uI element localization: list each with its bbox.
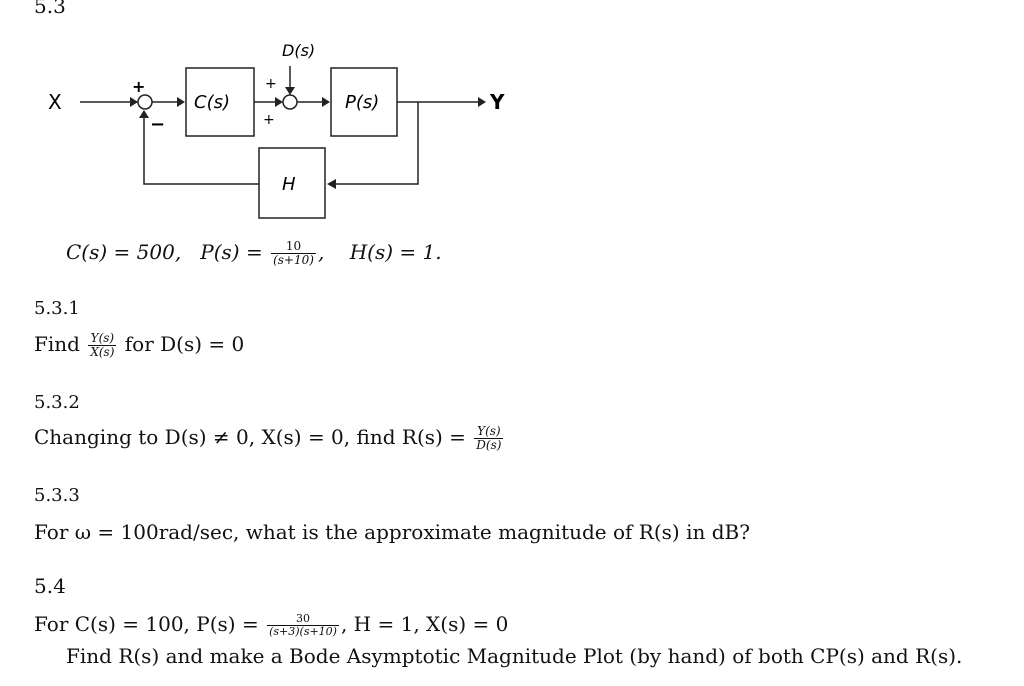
q531-numerator: Y(s) — [88, 332, 117, 346]
given-p-denominator: (s+10) — [273, 253, 314, 267]
section-heading-5-3: 5.3 — [34, 0, 66, 18]
controller-input-arrow — [177, 97, 185, 107]
q531-denominator: X(s) — [90, 345, 115, 359]
block-diagram: X + − C(s) + + D(s) P(s) Y H — [48, 41, 505, 219]
heading-5-3-2: 5.3.2 — [34, 392, 80, 413]
q532-denominator: D(s) — [476, 438, 502, 452]
output-label: Y — [489, 90, 505, 114]
sum1-minus-sign: − — [150, 114, 165, 135]
q532-numerator: Y(s) — [474, 425, 504, 439]
summing-junction-2 — [282, 94, 298, 110]
sum2-top-plus-sign: + — [265, 76, 277, 92]
feedback-block — [258, 147, 326, 219]
question-5-4-line2: Find R(s) and make a Bode Asymptotic Mag… — [66, 644, 963, 668]
given-c: C(s) = 500, — [66, 240, 182, 264]
feedback-label: H — [282, 174, 296, 195]
question-5-4-line1: For C(s) = 100, P(s) = 30 (s+3)(s+10) , … — [34, 612, 508, 638]
given-p-numerator: 10 — [271, 240, 316, 254]
sum1-plus-sign: + — [132, 77, 145, 96]
question-5-3-3: For ω = 100rad/sec, what is the approxim… — [34, 520, 750, 544]
q54-p-denominator: (s+3)(s+10) — [269, 625, 337, 638]
section-heading-5-4: 5.4 — [34, 574, 66, 598]
summing-junction-1 — [137, 94, 153, 110]
q531-find: Find — [34, 332, 80, 356]
disturbance-label: D(s) — [282, 41, 315, 60]
plant-label: P(s) — [345, 92, 379, 113]
summer2-input-arrow — [275, 97, 283, 107]
input-label: X — [48, 90, 62, 114]
given-p-fraction: 10 (s+10) — [271, 240, 316, 267]
input-arrow — [130, 97, 138, 107]
disturbance-arrow — [285, 87, 295, 95]
output-arrow — [478, 97, 486, 107]
q54-p-numerator: 30 — [267, 613, 339, 626]
feedback-line-left — [143, 112, 259, 185]
given-h: H(s) = 1. — [349, 240, 442, 264]
feedback-arrow-to-summer1 — [139, 110, 149, 118]
q532-text: Changing to D(s) ≠ 0, X(s) = 0, find R(s… — [34, 425, 466, 449]
q54-line1-a: For C(s) = 100, P(s) = — [34, 612, 259, 636]
given-p-lhs: P(s) = — [200, 240, 263, 264]
plant-input-arrow — [322, 97, 330, 107]
feedback-line-right — [330, 102, 419, 185]
q54-line1-b: , H = 1, X(s) = 0 — [340, 612, 509, 636]
sum2-left-plus-sign: + — [263, 112, 275, 128]
q532-fraction: Y(s) D(s) — [474, 425, 504, 452]
controller-label: C(s) — [194, 92, 230, 113]
given-equations: C(s) = 500, P(s) = 10 (s+10) , H(s) = 1. — [66, 240, 442, 267]
question-5-3-1: Find Y(s) X(s) for D(s) = 0 — [34, 332, 244, 359]
heading-5-3-1: 5.3.1 — [34, 298, 80, 319]
question-5-3-2: Changing to D(s) ≠ 0, X(s) = 0, find R(s… — [34, 425, 505, 452]
feedback-input-arrow — [327, 179, 336, 189]
q531-fraction: Y(s) X(s) — [88, 332, 117, 359]
given-p-comma: , — [317, 240, 325, 264]
q54-p-fraction: 30 (s+3)(s+10) — [267, 613, 339, 638]
heading-5-3-3: 5.3.3 — [34, 485, 80, 506]
q531-rest: for D(s) = 0 — [124, 332, 245, 356]
